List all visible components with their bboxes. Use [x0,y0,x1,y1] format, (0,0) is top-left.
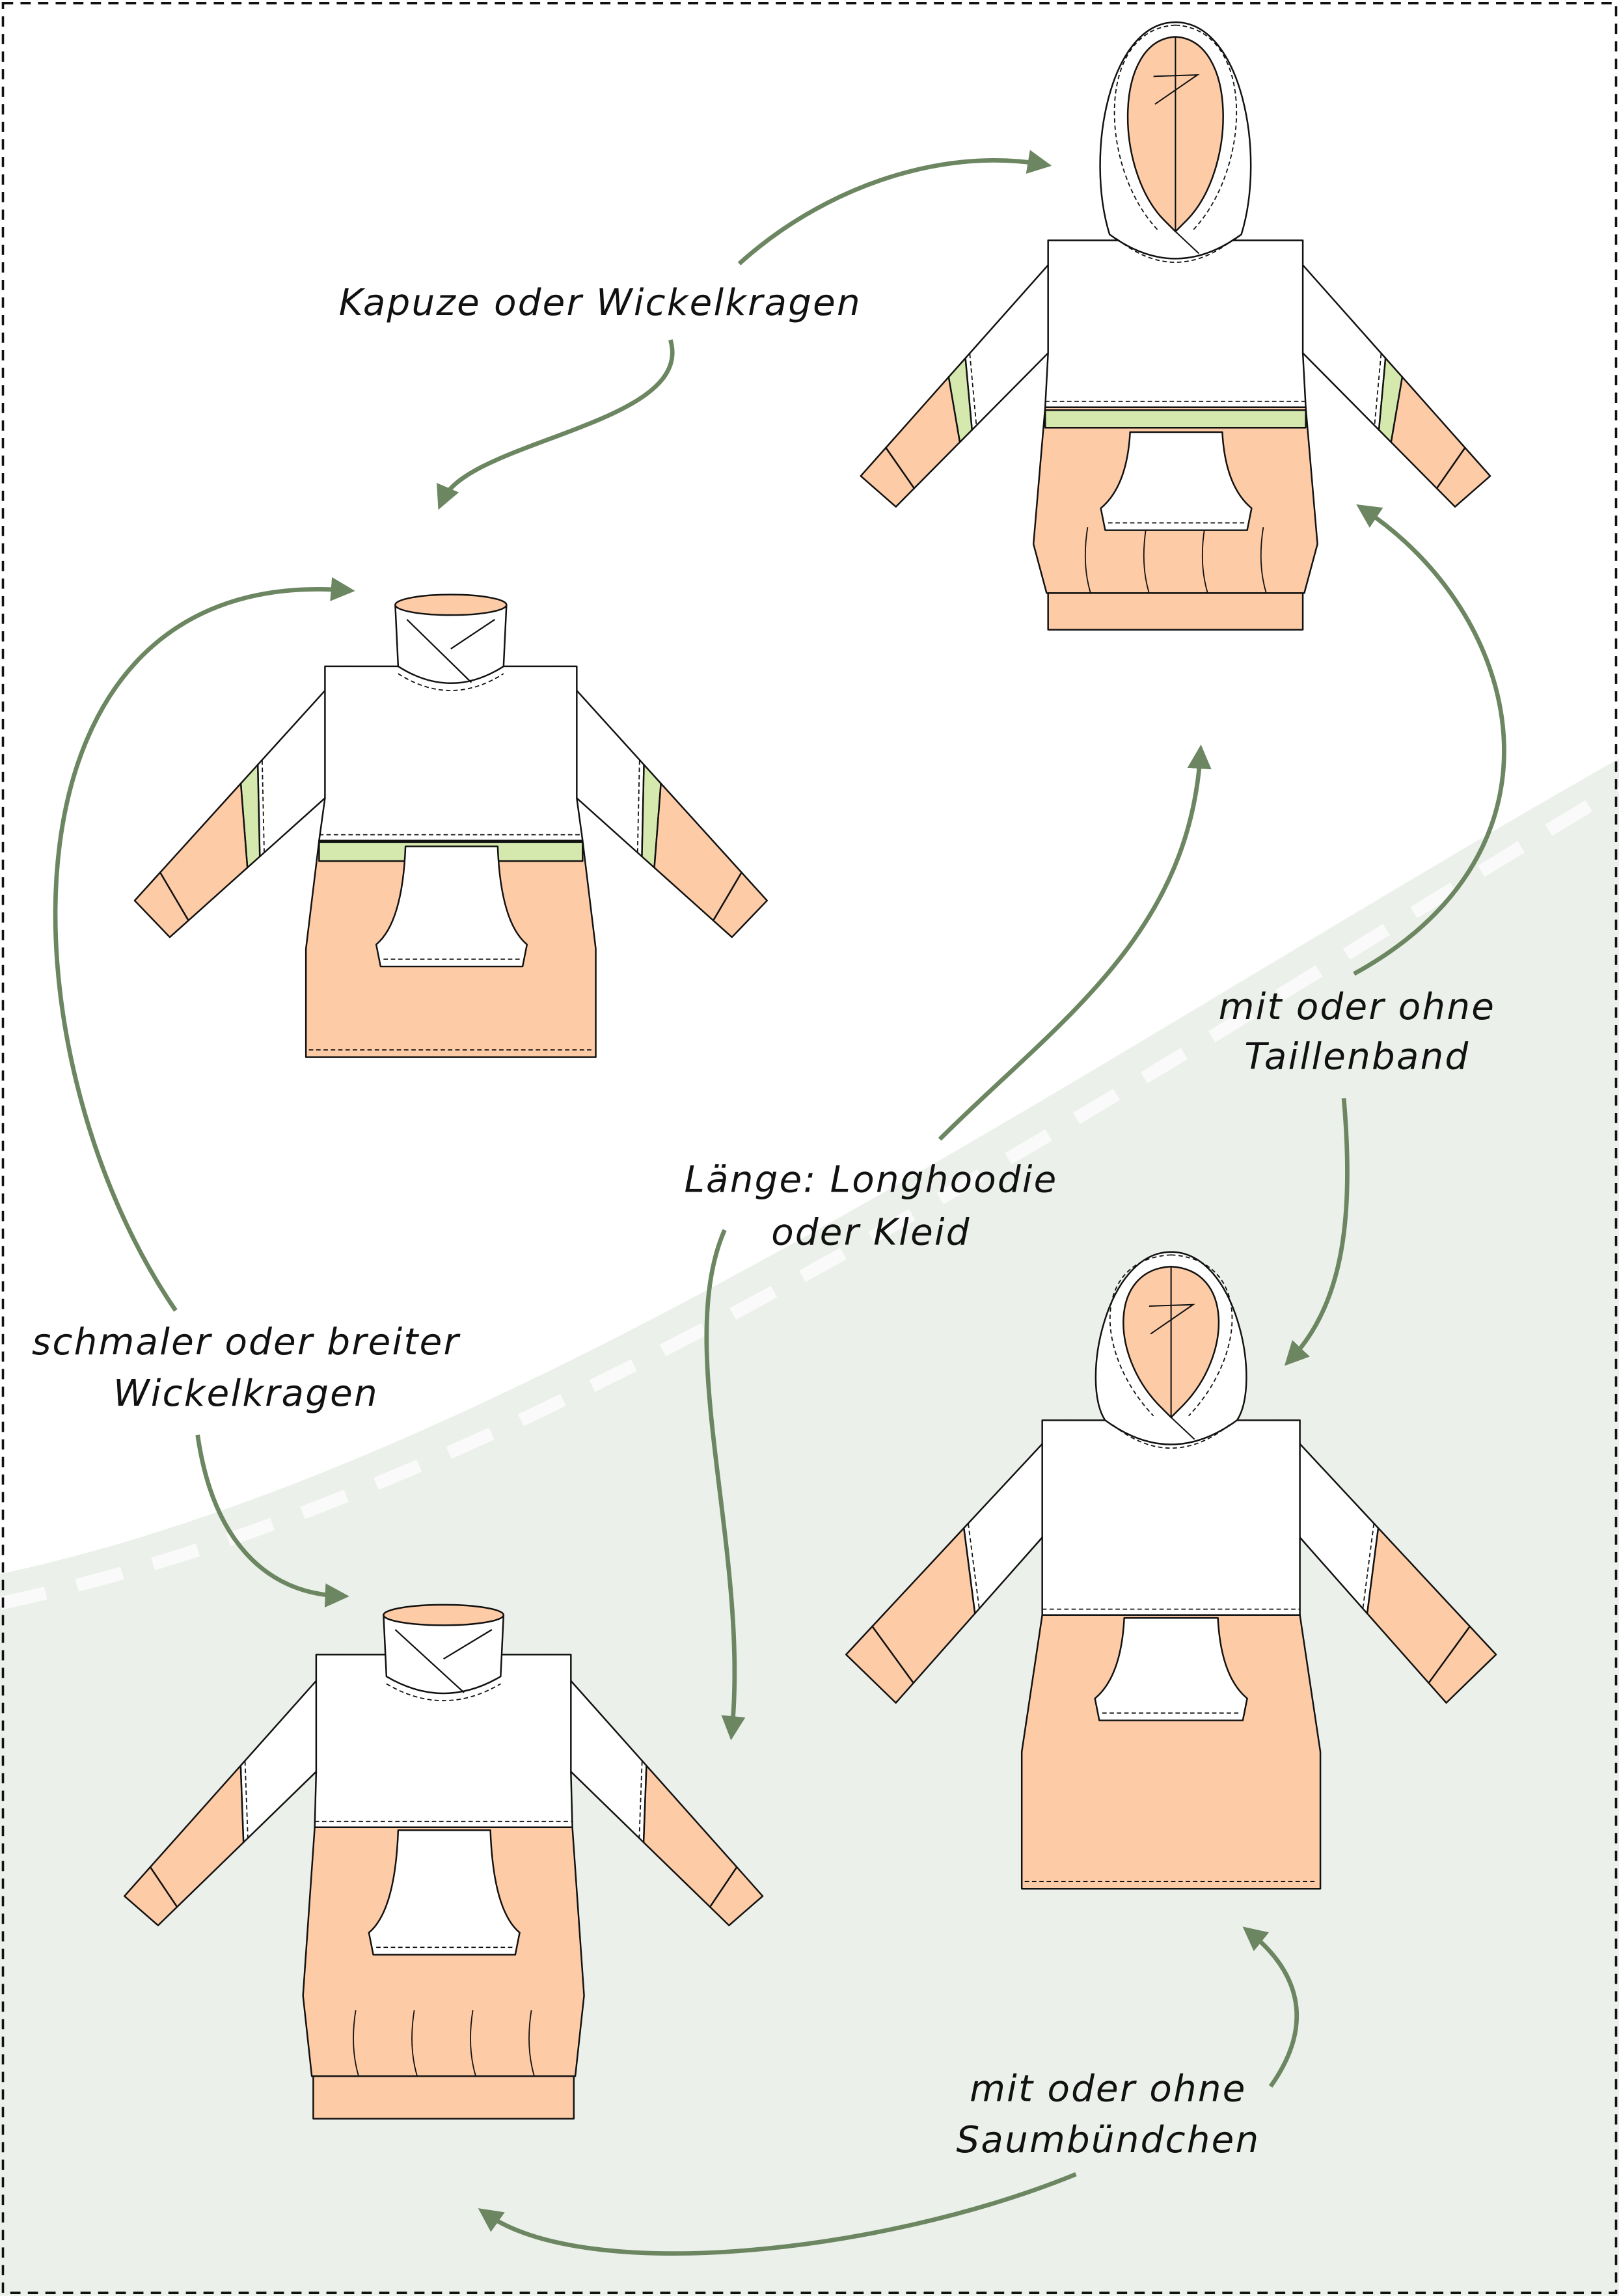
collar-inner [383,1604,505,1626]
arrow-waistband-down [1284,1098,1350,1366]
sleeve-right [1277,1419,1497,1704]
kangaroo-pocket [375,845,528,968]
gather-line [1260,527,1267,594]
arrow-to-collar-variant [437,339,675,510]
sleeve-left [123,1654,341,1926]
gather-line [353,2010,360,2077]
arrow-length-up [938,745,1212,1141]
hemband [312,2075,575,2120]
kangaroo-pocket [368,1829,521,1956]
gather-line [411,2010,418,2077]
labels: Kapuze oder Wickelkragen schmaler oder b… [32,282,1495,2161]
garment-hoodie-hood-waistband-hemband [860,21,1491,631]
label-hemband-1: mit oder ohne [970,2068,1246,2110]
hood-stitching [1113,24,1237,263]
seam-stitching [969,353,977,426]
wrap-collar [383,1614,505,1695]
label-hemband-2: Saumbündchen [956,2119,1260,2161]
collar-inner [394,594,508,616]
seam-stitching [244,1761,249,1838]
body-yoke [314,1654,573,1829]
hemband [1047,592,1304,631]
seam-stitching [261,760,265,853]
collar-stitching [386,1683,501,1702]
collar-stitching [398,673,504,691]
arrow-collar-width-up [53,577,355,1312]
sleeve-cuff [1428,1625,1497,1704]
label-length-2: oder Kleid [771,1211,971,1253]
hood-center-seam [1153,36,1200,254]
label-waistband-1: mit oder ohne [1219,986,1495,1028]
sleeve-cuff [133,871,189,938]
label-collar-width-1: schmaler oder breiter [32,1321,461,1363]
collar-overlap [406,618,495,683]
sleeve-left [860,239,1071,508]
sleeve-cuff [123,1866,178,1926]
arrow-length-down [704,1229,746,1741]
arrow-to-hood-variant [737,150,1052,266]
kangaroo-pocket [1094,1617,1248,1721]
wrap-collar [394,604,508,685]
garment-dress-hood [845,1251,1497,1890]
arrow-hemband-up [1242,1926,1299,2088]
body-yoke [318,665,584,841]
gather-line [1201,527,1208,594]
hood-center-seam [1149,1266,1195,1440]
arrows [53,150,1506,2256]
sleeve-right [1280,239,1491,508]
garment-hoodie-wrap-collar-waistband [133,594,769,1058]
hood-stitching [1109,1254,1233,1449]
garment-longhoodie-wrap-collar-hemband [123,1604,764,2120]
label-length-1: Länge: Longhoodie [684,1158,1057,1201]
sleeve-cuff [1435,446,1491,508]
waistband [1044,409,1307,429]
seam-stitching [1374,353,1382,426]
seam-stitching [638,1761,643,1838]
sleeve-cuff [845,1625,914,1704]
label-waistband-2: Taillenband [1244,1036,1469,1078]
kangaroo-pocket [1100,431,1253,531]
gather-line [470,2010,476,2077]
dashed-divider-line [0,782,1619,1610]
sleeve-cuff [860,446,916,508]
body-yoke [1041,1419,1301,1616]
gather-line [528,2010,535,2077]
label-collar-width-2: Wickelkragen [113,1373,379,1415]
gather-line [1143,527,1150,594]
seam-stitching [636,760,640,853]
arrow-hemband-down [478,2172,1077,2256]
arrow-collar-width-down [195,1434,349,1608]
sleeve-right [547,1654,764,1926]
collar-overlap [394,1629,493,1693]
arrow-waistband-up [1353,504,1506,976]
gather-line [1084,527,1091,594]
label-hood-or-collar: Kapuze oder Wickelkragen [339,282,862,324]
body-yoke [1044,239,1307,408]
garments [123,21,1497,2120]
sleeve-cuff [712,871,769,938]
sleeve-cuff [709,1866,764,1926]
